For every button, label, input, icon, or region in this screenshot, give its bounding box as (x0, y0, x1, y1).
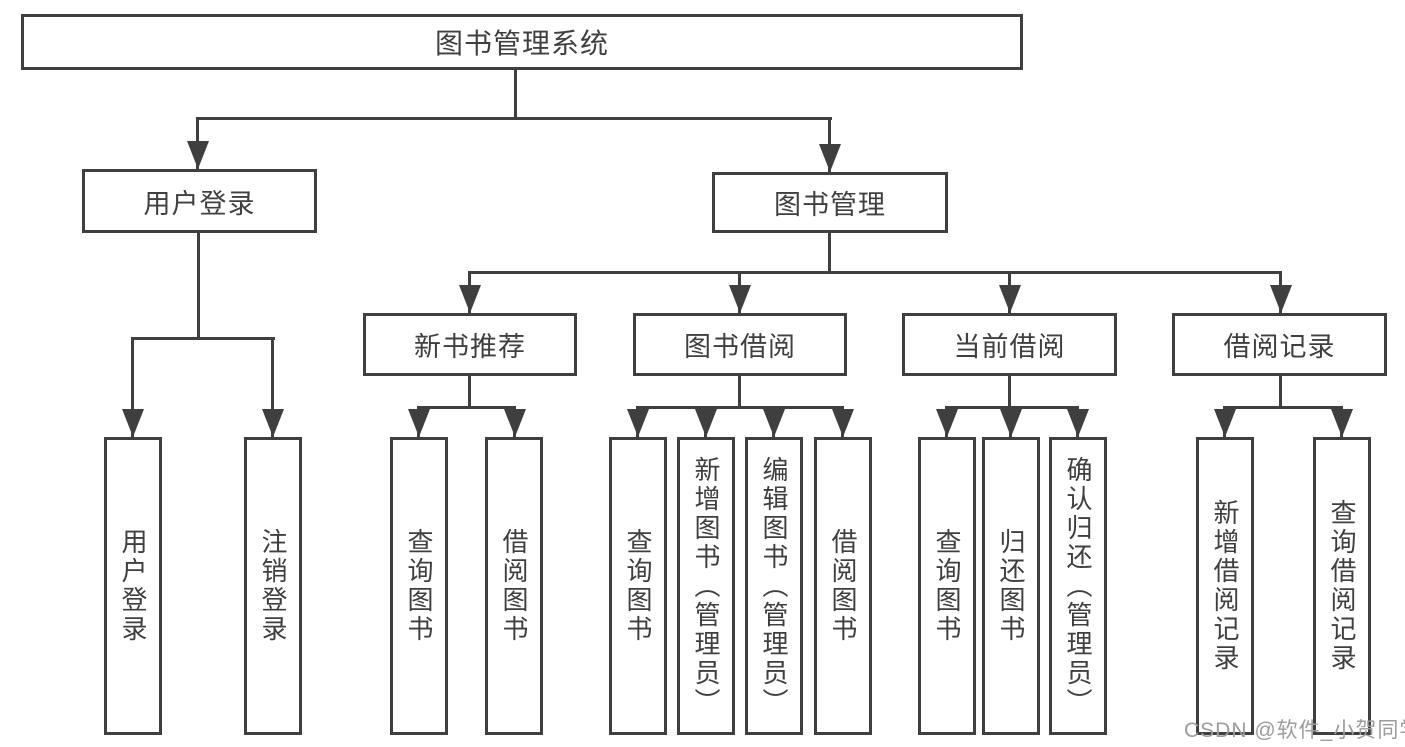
node-root-label: 图书管理系统 (434, 28, 609, 59)
node-book-borrowing: 图书借阅 (633, 313, 847, 376)
leaf-br-query-record-label: 查询借阅记录 (1327, 499, 1357, 673)
leaf-bb-add-books-admin: 新增图书（管理员） (677, 437, 735, 735)
arrowhead-leaf-logout (262, 409, 284, 437)
watermark: CSDN @软件_小贺同学 (1184, 719, 1405, 742)
arrowhead-new-book-recommend (459, 285, 481, 313)
leaf-br-add-record: 新增借阅记录 (1196, 437, 1254, 735)
node-borrowing-records: 借阅记录 (1172, 313, 1387, 376)
arrowhead-leaf-cb-query (936, 409, 958, 437)
node-user-login: 用户登录 (82, 169, 317, 233)
leaf-cb-return-books: 归还图书 (982, 437, 1040, 735)
connector-level1-bus (196, 117, 832, 120)
arrowhead-leaf-cb-return (1000, 409, 1022, 437)
arrowhead-borrowing-records (1270, 285, 1292, 313)
node-book-borrowing-label: 图书借阅 (684, 332, 796, 362)
arrowhead-current-borrowing (999, 285, 1021, 313)
connector-leaf-user-login-drop (131, 337, 134, 437)
node-book-management: 图书管理 (712, 172, 948, 233)
leaf-user-login-label: 用户登录 (118, 528, 148, 644)
connector-root-stem (514, 70, 517, 120)
arrowhead-leaf-user-login (122, 409, 144, 437)
connector-borrowing-records-split (1223, 406, 1343, 409)
leaf-nbr-borrow-books-label: 借阅图书 (499, 528, 529, 644)
leaf-cb-confirm-return-admin-label: 确认归还（管理员） (1063, 455, 1093, 717)
connector-borrowing-records-stem (1279, 376, 1282, 409)
connector-new-book-recommend-split (417, 406, 516, 409)
node-current-borrowing: 当前借阅 (902, 313, 1117, 376)
node-user-login-label: 用户登录 (143, 188, 256, 219)
leaf-cb-return-books-label: 归还图书 (996, 528, 1026, 644)
connector-book-management-stem (828, 233, 831, 274)
leaf-bb-edit-books-admin-label: 编辑图书（管理员） (759, 455, 789, 717)
leaf-bb-borrow-books: 借阅图书 (814, 437, 872, 735)
connector-book-borrowing-split (636, 406, 844, 409)
arrowhead-leaf-nbr-query (408, 409, 430, 437)
leaf-bb-edit-books-admin: 编辑图书（管理员） (745, 437, 803, 735)
leaf-cb-query-books: 查询图书 (918, 437, 976, 735)
node-root: 图书管理系统 (21, 14, 1023, 70)
leaf-cb-query-books-label: 查询图书 (932, 528, 962, 644)
arrowhead-leaf-bb-query (627, 409, 649, 437)
arrowhead-book-management (819, 144, 841, 172)
leaf-user-login: 用户登录 (104, 437, 162, 735)
leaf-bb-query-books: 查询图书 (609, 437, 667, 735)
arrowhead-leaf-br-query (1331, 409, 1353, 437)
arrowhead-leaf-br-add (1214, 409, 1236, 437)
arrowhead-leaf-bb-edit (763, 409, 785, 437)
arrowhead-leaf-bb-borrow (832, 409, 854, 437)
leaf-nbr-borrow-books: 借阅图书 (485, 437, 543, 735)
leaf-logout: 注销登录 (244, 437, 302, 735)
connector-user-login-split (131, 337, 275, 340)
connector-book-borrowing-stem (738, 376, 741, 409)
node-current-borrowing-label: 当前借阅 (953, 332, 1066, 362)
connector-user-login-stem (197, 233, 200, 340)
node-new-book-recommend: 新书推荐 (363, 313, 577, 376)
leaf-br-query-record: 查询借阅记录 (1313, 437, 1371, 735)
arrowhead-book-borrowing (729, 285, 751, 313)
leaf-bb-query-books-label: 查询图书 (623, 528, 653, 644)
node-borrowing-records-label: 借阅记录 (1223, 332, 1336, 362)
leaf-nbr-query-books-label: 查询图书 (404, 528, 434, 644)
leaf-cb-confirm-return-admin: 确认归还（管理员） (1049, 437, 1107, 735)
arrowhead-leaf-bb-add (695, 409, 717, 437)
connector-level2-bus (468, 271, 1282, 274)
leaf-br-add-record-label: 新增借阅记录 (1210, 499, 1240, 673)
connector-current-borrowing-stem (1008, 376, 1011, 409)
leaf-bb-add-books-admin-label: 新增图书（管理员） (691, 455, 721, 717)
connector-leaf-logout-drop (271, 337, 274, 437)
leaf-logout-label: 注销登录 (258, 528, 288, 644)
node-book-management-label: 图书管理 (774, 190, 886, 220)
connector-current-borrowing-split (945, 406, 1079, 409)
leaf-bb-borrow-books-label: 借阅图书 (828, 528, 858, 644)
connector-new-book-recommend-stem (468, 376, 471, 409)
arrowhead-leaf-cb-confirm (1067, 409, 1089, 437)
arrowhead-user-login (187, 141, 209, 169)
arrowhead-leaf-nbr-borrow (504, 409, 526, 437)
leaf-nbr-query-books: 查询图书 (390, 437, 448, 735)
node-new-book-recommend-label: 新书推荐 (414, 332, 526, 362)
